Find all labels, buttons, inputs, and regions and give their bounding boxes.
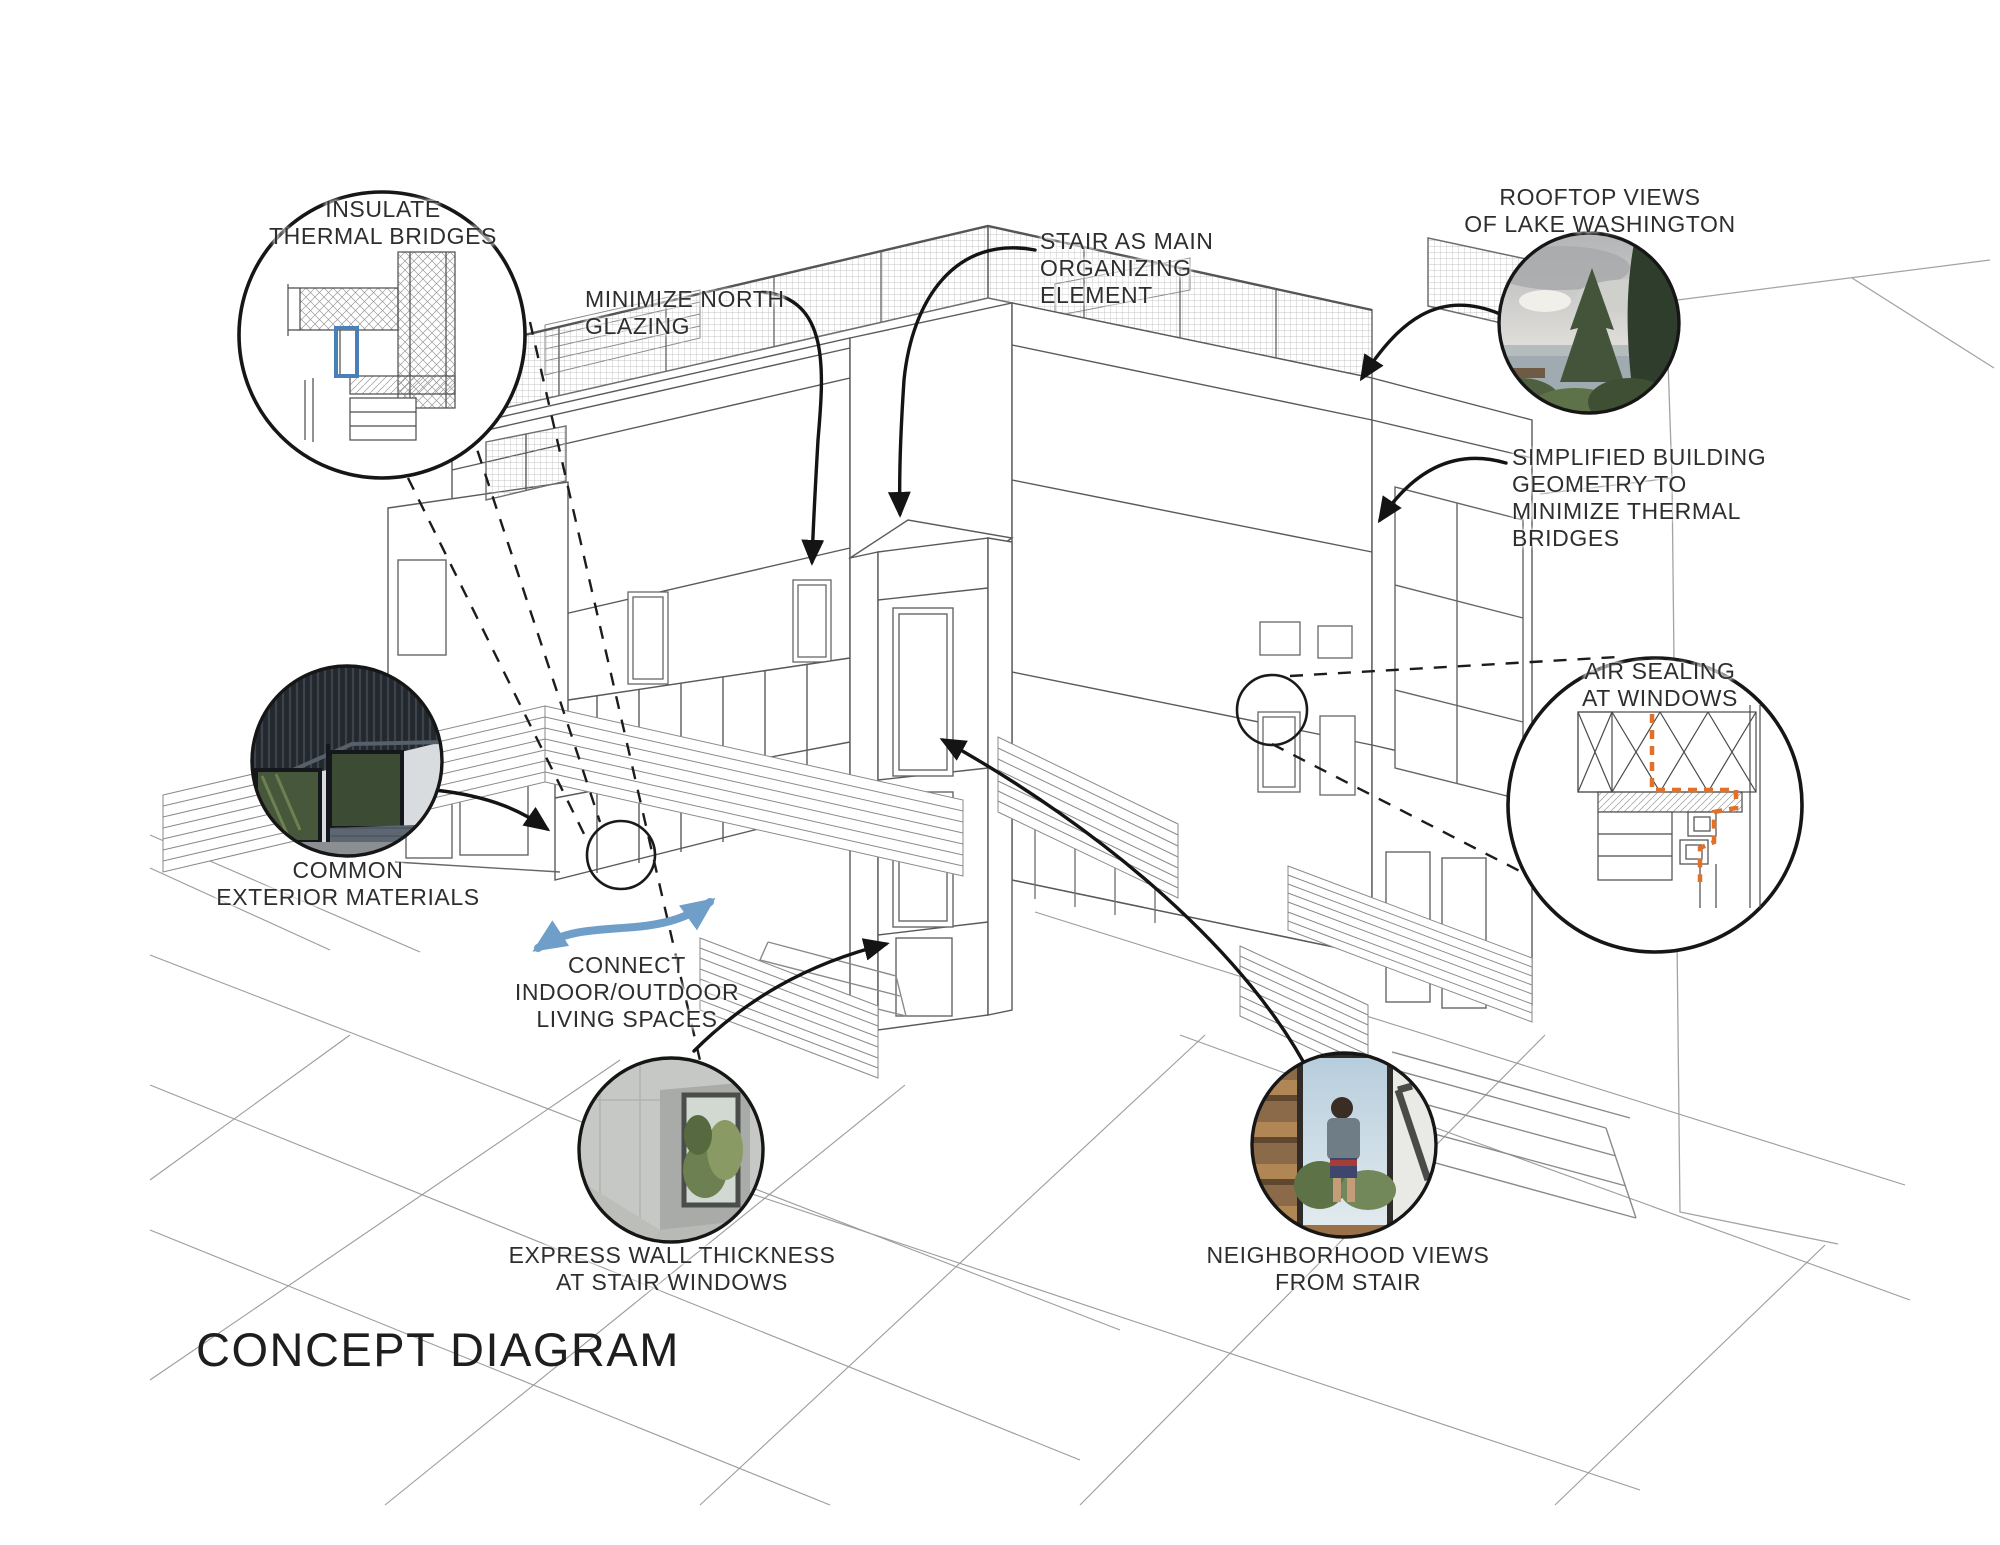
- stair-element-arrow: [887, 246, 1037, 518]
- airsealing-label-line2: AT WINDOWS: [1582, 685, 1738, 711]
- neighborhood-views-callout: [1250, 1051, 1438, 1239]
- stair-tower: [848, 519, 1014, 1041]
- connect-spaces-label: CONNECT INDOOR/OUTDOOR LIVING SPACES: [515, 952, 739, 1033]
- air-seal-path-line: [1649, 714, 1739, 882]
- insulate-detail-drawing: [287, 251, 456, 442]
- minimize-label-line1: MINIMIZE NORTH: [585, 286, 785, 312]
- stair-label-line1: STAIR AS MAIN: [1040, 228, 1214, 254]
- leader-insulate-long: [528, 321, 718, 1131]
- neighborhood-label-line2: FROM STAIR: [1274, 1269, 1422, 1295]
- door-detail-marker-circle: [585, 819, 657, 891]
- leader-insulate-lower: [406, 477, 590, 843]
- rooftop-label-line1: ROOFTOP VIEWS: [1499, 184, 1701, 210]
- simplified-label-line1: SIMPLIFIED BUILDING: [1512, 444, 1767, 470]
- common-label-line1: COMMON: [292, 857, 404, 883]
- rooftop-views-label: ROOFTOP VIEWS OF LAKE WASHINGTON: [1464, 184, 1736, 238]
- left-facade-windows: [627, 579, 832, 685]
- neighborhood-views-label: NEIGHBORHOOD VIEWS FROM STAIR: [1207, 1242, 1490, 1296]
- right-facade-windows: [1257, 621, 1356, 796]
- right-facade: [1011, 302, 1373, 956]
- express-wall-label: EXPRESS WALL THICKNESS AT STAIR WINDOWS: [509, 1242, 836, 1296]
- airsealing-label-line1: AIR SEALING: [1584, 658, 1736, 684]
- minimize-glazing-arrow: [760, 290, 825, 566]
- express-label-line1: EXPRESS WALL THICKNESS: [508, 1242, 836, 1268]
- airsealing-detail-drawing: [1577, 705, 1761, 908]
- simplified-geometry-label: SIMPLIFIED BUILDING GEOMETRY TO MINIMIZE…: [1512, 444, 1766, 552]
- express-label-line2: AT STAIR WINDOWS: [556, 1269, 788, 1295]
- dashed-leader-lines: [406, 321, 1619, 1131]
- thermal-bridge-highlight-box: [334, 326, 359, 378]
- rooftop-label-line2: OF LAKE WASHINGTON: [1464, 211, 1736, 237]
- stair-label-line3: ELEMENT: [1040, 282, 1153, 308]
- leader-airseal-lower: [1271, 742, 1546, 886]
- neighborhood-views-arrow: [939, 738, 1314, 1080]
- connect-label-line1: CONNECT: [568, 952, 686, 978]
- plaza-paving: [149, 834, 1911, 1506]
- insulate-label-line1: INSULATE: [325, 196, 441, 222]
- common-materials-callout: [250, 664, 444, 858]
- minimize-glazing-label: MINIMIZE NORTH GLAZING: [585, 286, 785, 340]
- page-title: CONCEPT DIAGRAM: [196, 1323, 680, 1376]
- neighborhood-label-line1: NEIGHBORHOOD VIEWS: [1206, 1242, 1490, 1268]
- leader-insulate-upper: [468, 427, 602, 823]
- insulate-label-line2: THERMAL BRIDGES: [269, 223, 497, 249]
- airsealing-detail-callout: [1506, 656, 1804, 954]
- express-wall-callout: [577, 1056, 765, 1244]
- simplified-label-line4: BRIDGES: [1512, 525, 1620, 551]
- common-materials-label: COMMON EXTERIOR MATERIALS: [216, 857, 479, 911]
- airsealing-label: AIR SEALING AT WINDOWS: [1582, 658, 1738, 712]
- connect-label-line3: LIVING SPACES: [536, 1006, 718, 1032]
- connect-indoor-outdoor-arrow: [532, 898, 716, 952]
- common-materials-photo: [252, 666, 442, 856]
- rooftop-views-arrow: [1359, 303, 1502, 382]
- insulate-label: INSULATE THERMAL BRIDGES: [269, 196, 497, 250]
- express-wall-arrow: [692, 938, 890, 1053]
- notch-wall: [849, 302, 1013, 561]
- simplified-label-line3: MINIMIZE THERMAL: [1512, 498, 1741, 524]
- right-ground-mullions: [1034, 805, 1156, 923]
- simplified-geometry-arrow: [1377, 456, 1508, 524]
- annotation-arrows: [432, 246, 1508, 1080]
- leader-airseal-upper: [1289, 655, 1619, 678]
- simplified-label-line2: GEOMETRY TO: [1512, 471, 1687, 497]
- left-wing: [387, 425, 569, 743]
- minimize-label-line2: GLAZING: [585, 313, 691, 339]
- connect-label-line2: INDOOR/OUTDOOR: [514, 979, 740, 1005]
- stair-element-label: STAIR AS MAIN ORGANIZING ELEMENT: [1040, 228, 1214, 309]
- stair-label-line2: ORGANIZING: [1040, 255, 1192, 281]
- insulate-detail-callout: [237, 190, 527, 480]
- common-materials-arrow: [432, 788, 551, 832]
- common-label-line2: EXTERIOR MATERIALS: [216, 884, 480, 910]
- side-facade-window-grid: [1394, 486, 1524, 801]
